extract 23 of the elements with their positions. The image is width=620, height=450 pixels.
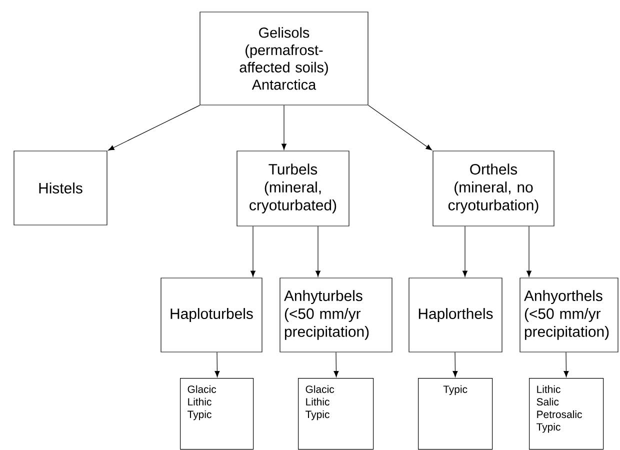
- class-box: Haploturbels: [160, 278, 262, 352]
- arrow: [462, 226, 468, 277]
- class-box: Haplorthels: [408, 278, 502, 352]
- arrow: [564, 352, 569, 378]
- arrow: [452, 352, 458, 378]
- class-box: Glacic Lithic Typic: [180, 378, 254, 450]
- arrow: [108, 105, 200, 150]
- class-box: Glacic Lithic Typic: [298, 378, 374, 450]
- class-box: Turbels (mineral, cryoturbated): [236, 150, 350, 226]
- arrow: [316, 226, 321, 277]
- class-box: Anhyorthels (<50 mm/yr precipitation): [520, 278, 618, 352]
- class-box: Lithic Salic Petrosalic Typic: [529, 378, 604, 450]
- arrow: [250, 226, 256, 277]
- arrow: [334, 352, 339, 378]
- class-box: Typic: [418, 378, 493, 450]
- arrow: [368, 105, 432, 150]
- class-box: Histels: [14, 150, 108, 226]
- arrow: [526, 226, 532, 277]
- class-box: Orthels (mineral, no cryoturbation): [432, 150, 554, 226]
- arrow: [282, 105, 287, 150]
- class-box: Gelisols (permafrost-affected soils) Antarctica: [200, 12, 368, 106]
- arrow: [214, 352, 220, 378]
- class-box: Anhyturbels (<50 mm/yr precipitation): [280, 278, 392, 352]
